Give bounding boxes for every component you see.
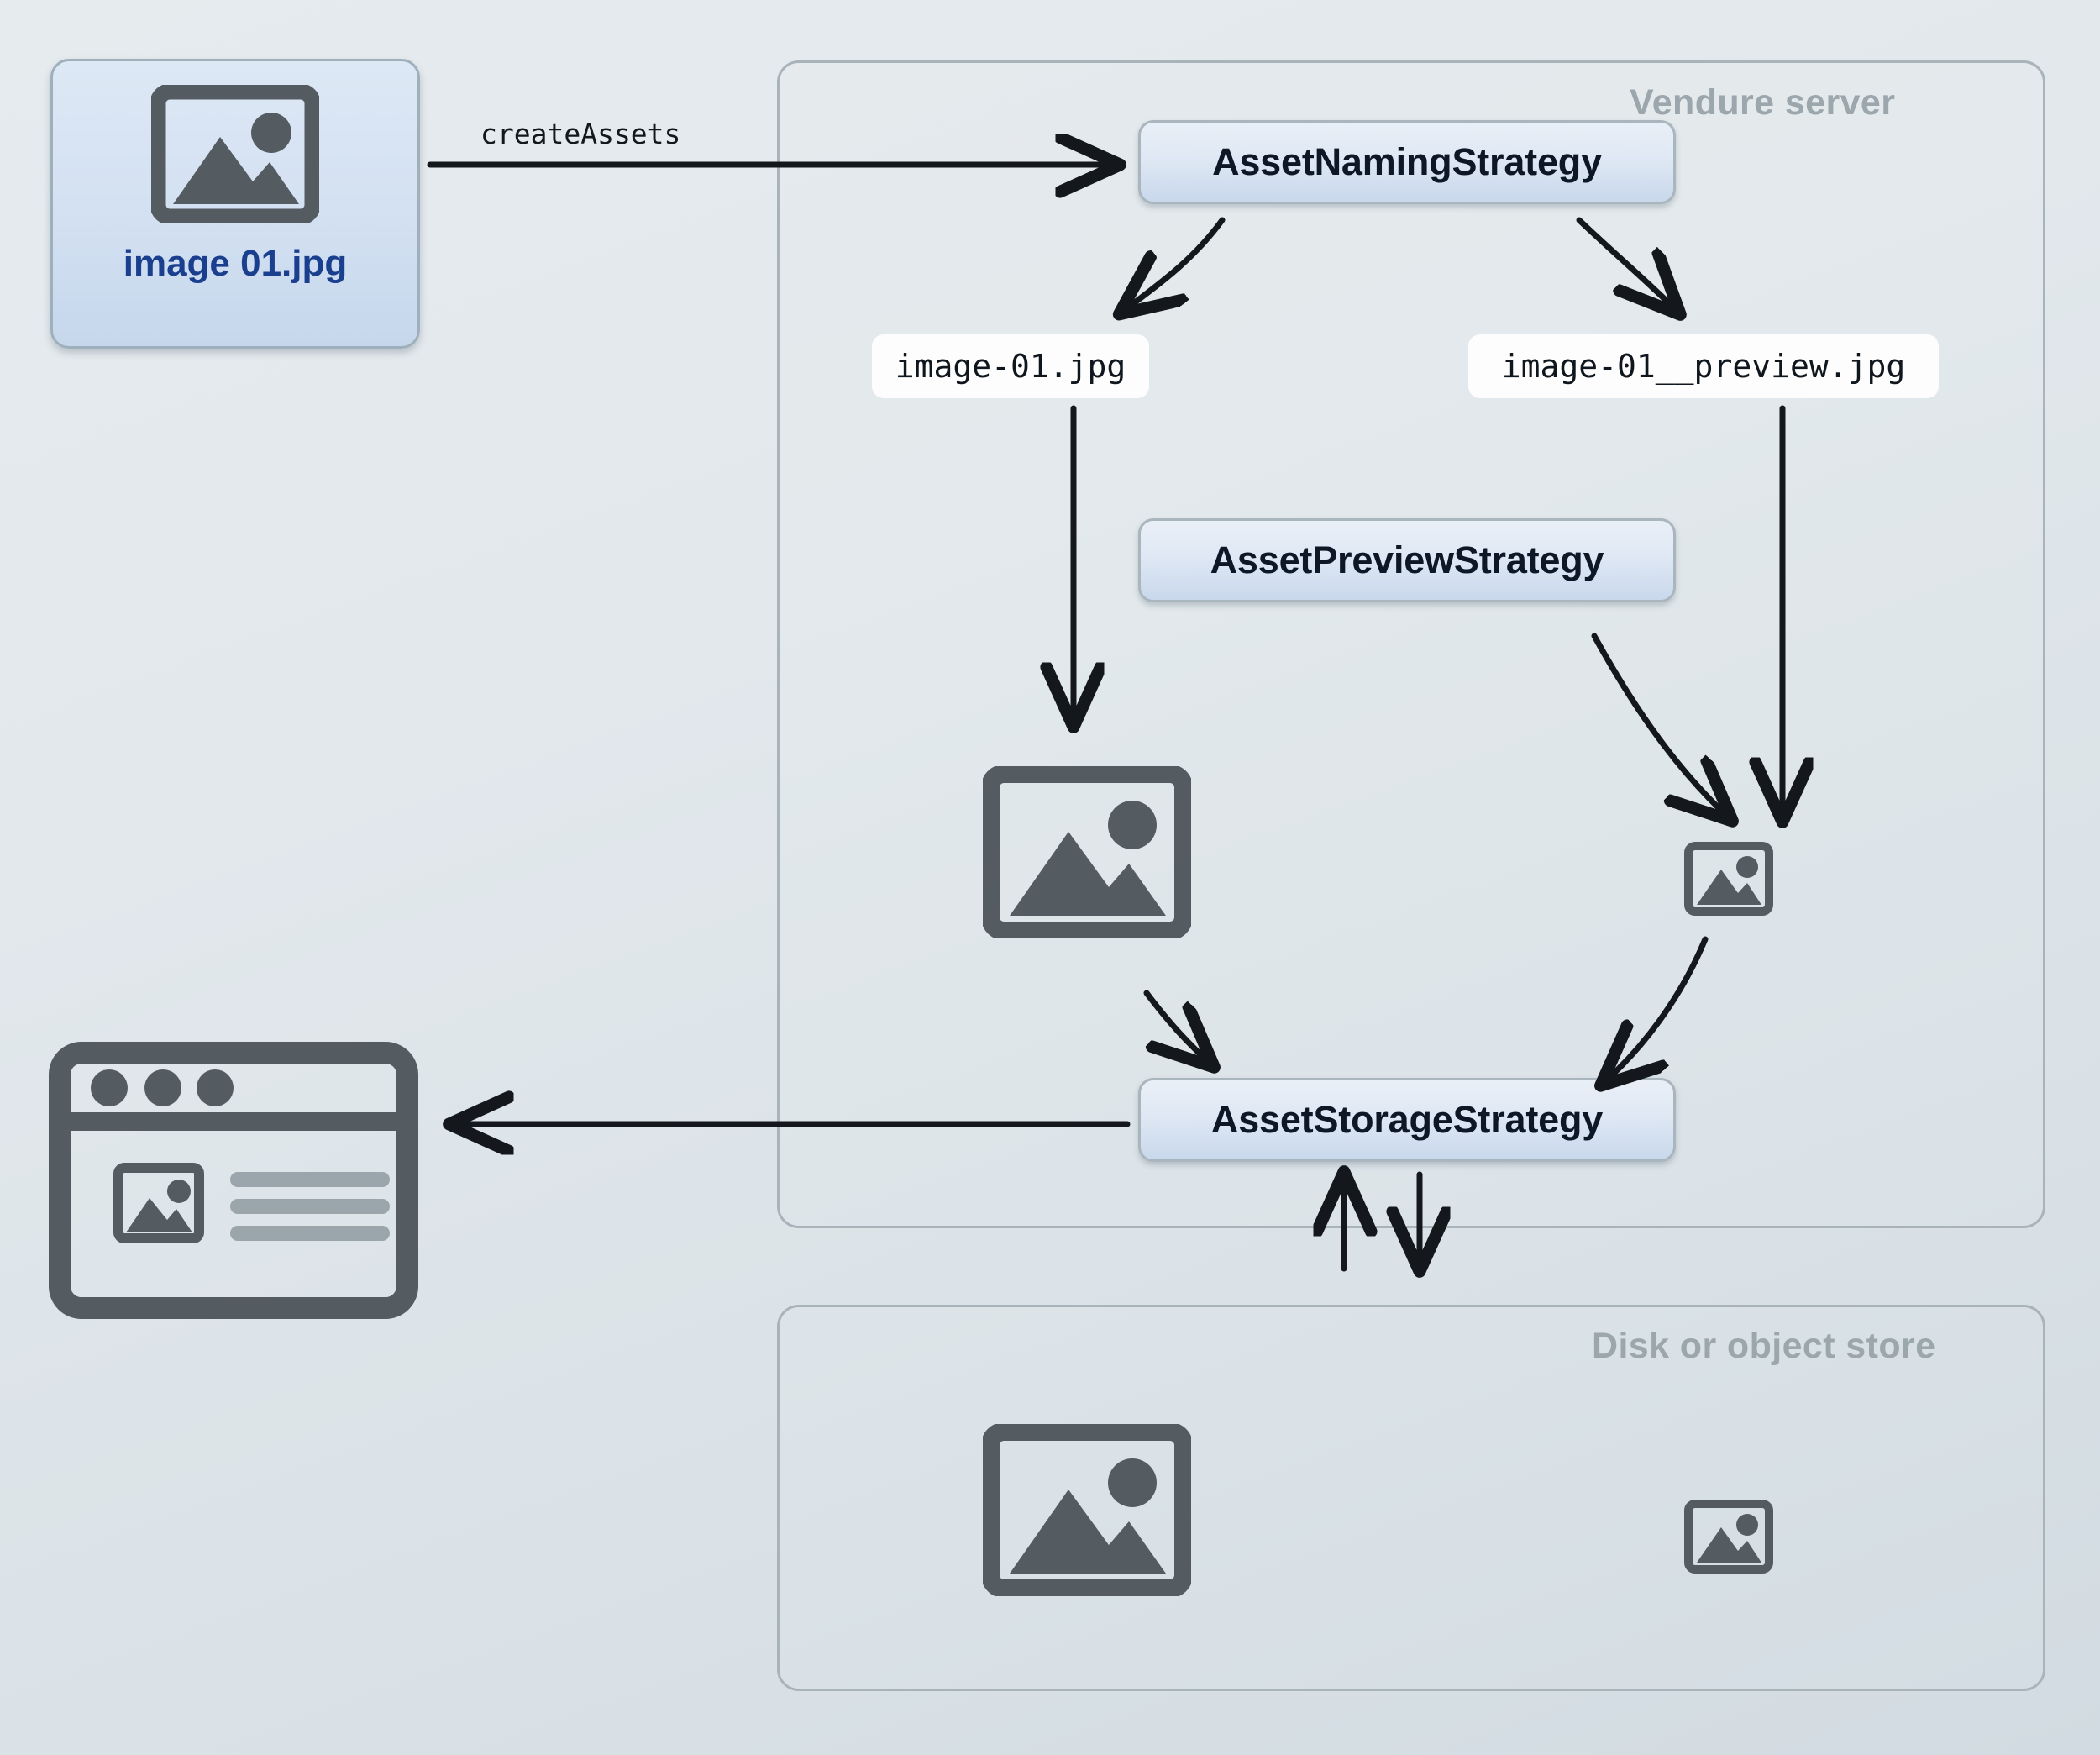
stored-full-image-icon [981, 1422, 1193, 1600]
asset-naming-strategy-box[interactable]: AssetNamingStrategy [1138, 120, 1676, 204]
browser-content-text-lines [230, 1172, 390, 1241]
window-dot [91, 1069, 128, 1106]
browser-window-icon[interactable] [49, 1042, 418, 1323]
stored-preview-image-icon [1684, 1500, 1773, 1578]
server-preview-image-icon [1684, 842, 1773, 920]
source-asset-card[interactable]: image 01.jpg [50, 59, 420, 349]
source-filename-chip: image-01.jpg [872, 334, 1149, 398]
asset-storage-strategy-box[interactable]: AssetStorageStrategy [1138, 1078, 1676, 1162]
window-dot [197, 1069, 234, 1106]
source-asset-label: image 01.jpg [123, 243, 348, 284]
container-vendure-server-title: Vendure server [1630, 82, 1896, 123]
server-full-image-icon [981, 765, 1193, 943]
container-disk-or-object-store-title: Disk or object store [1592, 1326, 1936, 1366]
window-dot [144, 1069, 181, 1106]
browser-content-image-icon [113, 1163, 204, 1243]
image-icon [150, 83, 321, 228]
preview-filename-chip: image-01__preview.jpg [1468, 334, 1939, 398]
edge-label-create-assets: createAssets [480, 118, 681, 150]
asset-preview-strategy-box[interactable]: AssetPreviewStrategy [1138, 518, 1676, 602]
container-vendure-server [777, 60, 2045, 1228]
